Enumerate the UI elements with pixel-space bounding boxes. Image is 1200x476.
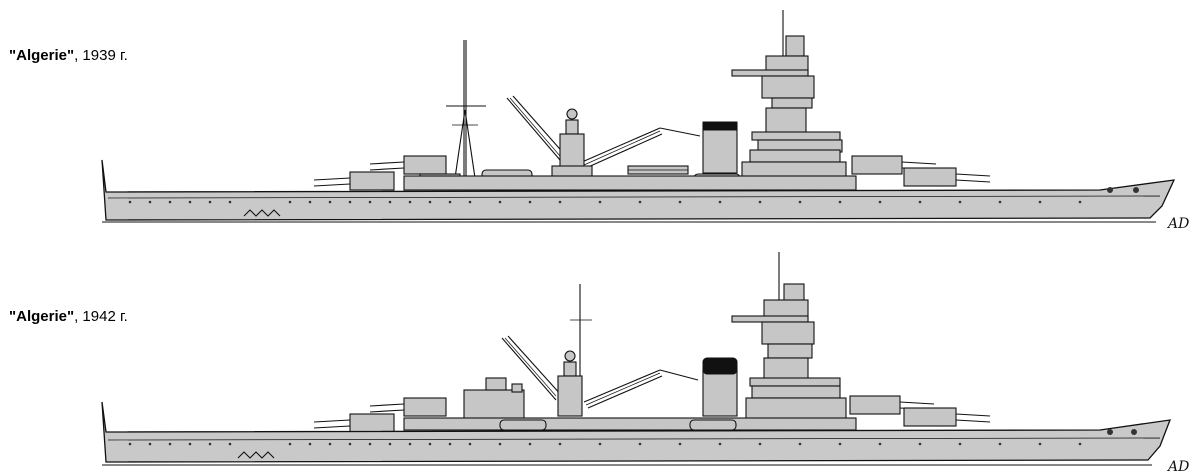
catapult-tower	[557, 350, 583, 417]
artist-signature: AD	[1166, 459, 1189, 475]
forward-turret-upper	[849, 395, 935, 415]
aft-turret-upper	[369, 397, 447, 417]
caption-1942: "Algerie", 1942 г.	[9, 308, 128, 325]
boat	[689, 419, 737, 431]
portholes	[128, 187, 1139, 204]
portholes	[128, 429, 1137, 446]
aft-turret-lower	[313, 413, 395, 433]
ship-name-1939: "Algerie"	[9, 47, 75, 64]
superstructure	[403, 175, 857, 191]
hull	[101, 159, 1176, 221]
propeller-guards	[237, 451, 275, 459]
tower-mast	[731, 10, 847, 189]
forward-turret-lower	[903, 167, 991, 187]
superstructure	[403, 417, 857, 431]
catapult-tower	[551, 108, 593, 181]
ship-name-1942: "Algerie"	[9, 308, 75, 325]
year-1939: , 1939 г.	[74, 47, 128, 64]
aa-director-house	[463, 377, 525, 421]
propeller-guards	[243, 209, 281, 217]
funnel	[702, 357, 738, 417]
caption-1939: "Algerie", 1939 г.	[9, 47, 128, 64]
aircraft-crane	[506, 95, 701, 175]
tripod-mast	[446, 40, 486, 179]
artist-signature: AD	[1166, 216, 1189, 232]
aft-turret-lower	[313, 171, 395, 191]
year-1942: , 1942 г.	[74, 308, 128, 325]
aircraft-crane	[501, 335, 699, 409]
hull	[101, 401, 1172, 463]
forward-turret-lower	[903, 407, 991, 427]
tower-mast	[731, 252, 847, 423]
boat	[499, 419, 547, 431]
ship-profile-1939: AD	[101, 10, 1189, 232]
funnel	[702, 121, 738, 174]
ship-profile-1942: AD	[101, 252, 1189, 475]
